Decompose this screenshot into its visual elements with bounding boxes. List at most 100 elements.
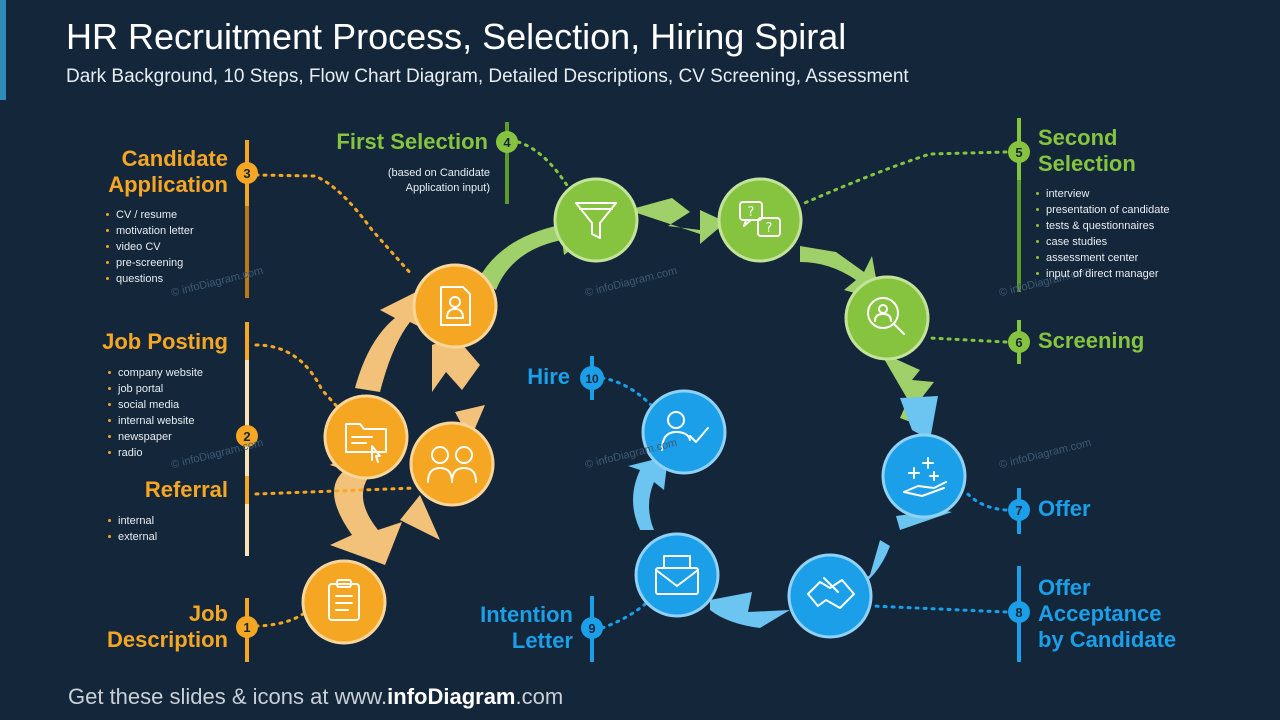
label-first-selection: First Selection [336,129,488,154]
ribbon-9-to-8 [710,592,790,628]
magnifier-person-icon [867,297,905,335]
list-item: video CV [104,239,234,255]
bullets-candidate-application: CV / resume motivation letter video CV p… [104,207,234,287]
label-line-1: Candidate [121,146,228,171]
badge-step-2 [236,425,258,447]
badge-number-10: 10 [585,372,599,386]
circle-step-8 [787,553,873,639]
bar-step-3-dark [245,206,249,298]
label-line-2: Selection [1038,151,1136,176]
label-intention-letter: Intention Letter [430,602,573,654]
list-item: internal website [106,413,236,429]
list-item: company website [106,365,236,381]
list-item: assessment center [1034,250,1234,266]
label-line-2: Acceptance [1038,601,1162,626]
slide-tab-marker [0,0,6,100]
connector-step-10 [600,376,654,408]
label-second-selection: Second Selection [1038,125,1238,177]
funnel-icon [575,202,617,239]
circle-step-9 [634,532,720,618]
list-item: tests & questionnaires [1034,218,1234,234]
bullets-job-posting: company website job portal social media … [106,365,236,461]
connector-step-4 [516,140,572,192]
badge-step-6 [1008,331,1030,353]
connector-step-6 [928,336,1008,344]
label-hire: Hire [527,364,570,389]
circle-step-10 [641,389,727,475]
number-badges: 1 2 3 4 5 6 7 8 9 10 [236,131,1030,639]
ribbon-7-to-8 [900,396,938,440]
label-line-1: Job [188,601,228,626]
svg-text:?: ? [748,205,755,220]
bullets-referral: internal external [106,513,226,545]
list-item: CV / resume [104,207,234,223]
cv-document-icon [440,286,471,326]
badge-step-10 [580,366,604,390]
footer-brand: infoDiagram [387,684,516,709]
list-item: internal [106,513,226,529]
badge-step-1 [236,616,258,638]
clipboard-list-icon [328,579,360,621]
connector-step-5 [798,150,1008,207]
footer-prefix: Get these slides & icons at www. [68,684,388,709]
badge-number-4: 4 [503,135,511,150]
person-check-icon [661,411,709,451]
label-offer-acceptance: Offer Acceptance by Candidate [1038,575,1258,653]
label-line-1: Second [1038,125,1118,150]
list-item: newspaper [106,429,236,445]
connector-step-2-posting [254,343,344,414]
label-line-2: Description [106,627,228,652]
badge-number-1: 1 [243,620,250,635]
connector-step-8 [870,604,1008,614]
connector-step-2-referral [254,486,417,496]
dotted-connectors [254,140,1008,630]
question-bubbles-icon: ? ? [739,201,781,237]
list-item: external [106,529,226,545]
list-item: questions [104,271,234,287]
circle-step-7 [881,433,967,519]
two-people-icon [427,446,477,483]
connector-step-3 [254,173,414,277]
circle-step-4 [553,177,639,263]
list-item: input of direct manager [1034,266,1234,282]
footer-text: Get these slides & icons at www.infoDiag… [68,684,563,710]
badge-step-7 [1008,499,1030,521]
label-job-posting: Job Posting [102,329,228,354]
step-circles [301,177,967,645]
bar-referral-top [245,476,249,504]
connector-step-7 [964,490,1008,512]
list-item: social media [106,397,236,413]
ribbon-2-to-3 [355,290,426,392]
list-item: motivation letter [104,223,234,239]
badge-number-5: 5 [1015,145,1022,160]
footer-suffix: .com [515,684,564,709]
circle-step-2-referral [409,421,495,507]
badge-step-5 [1008,141,1030,163]
folder-click-icon [345,423,387,463]
svg-text:?: ? [766,221,773,236]
ribbon-3-tail [432,336,480,392]
list-item: job portal [106,381,236,397]
page-title: HR Recruitment Process, Selection, Hirin… [66,16,847,57]
circle-step-6 [844,275,930,361]
label-referral: Referral [144,477,228,502]
note-line-1: (based on Candidate [387,167,490,179]
badge-number-3: 3 [243,166,250,181]
ribbon-9-to-10 [628,456,668,530]
bar-step-4 [505,122,509,204]
list-item: case studies [1034,234,1234,250]
badge-step-3 [236,162,258,184]
label-line-2: Letter [511,628,573,653]
badge-step-9 [581,617,603,639]
page-subtitle: Dark Background, 10 Steps, Flow Chart Di… [66,66,909,87]
list-item: radio [106,445,236,461]
label-line-1: Offer [1038,575,1091,600]
label-candidate-application: Candidate Application [70,146,228,198]
list-item: presentation of candidate [1034,202,1234,218]
list-item: interview [1034,186,1234,202]
label-screening: Screening [1038,328,1145,353]
label-offer: Offer [1038,496,1091,521]
hand-sparkles-icon [903,457,947,497]
